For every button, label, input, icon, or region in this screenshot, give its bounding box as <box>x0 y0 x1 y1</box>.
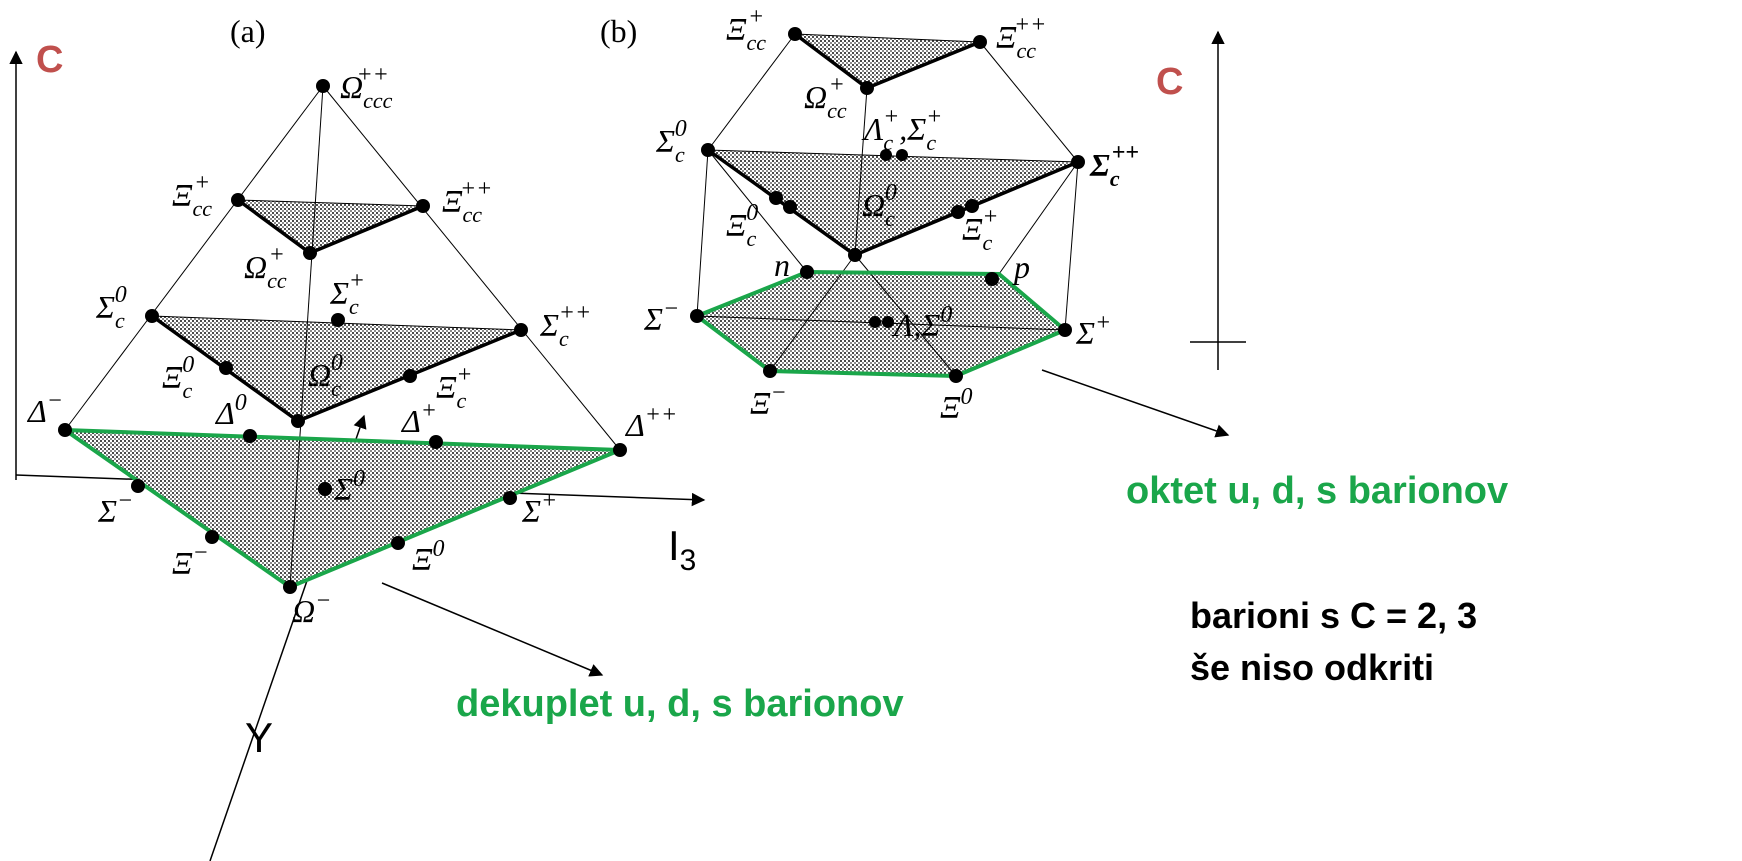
sigma-c-pp-point <box>514 323 528 337</box>
sigma-0-label: Σ0 <box>333 466 365 507</box>
note-line-2: še niso odkriti <box>1190 647 1434 688</box>
omega-cc-label: Ωcc+ <box>244 242 287 293</box>
xi-c-plus-point <box>403 369 417 383</box>
b-p-label: p <box>1012 249 1030 285</box>
b-xi-cc-pp-label: Ξcc++ <box>996 12 1046 63</box>
sigma-c0-label: Σc0 <box>95 282 127 333</box>
b-xi-minus-label: Ξ− <box>750 380 787 421</box>
b-lambda-sigma-c-label: Λc+,Σc+ <box>861 104 942 155</box>
c-axis-b-label: C <box>1156 61 1183 103</box>
c2-plane <box>238 200 423 253</box>
xi-c-plus-label: Ξc+ <box>436 362 472 413</box>
b-omega-cc-label: Ωcc+ <box>804 72 847 123</box>
delta-pp-label: Δ++ <box>624 402 677 443</box>
delta-plus-label: Δ+ <box>400 398 437 439</box>
panel-b-label: (b) <box>600 13 637 49</box>
delta-minus-label: Δ− <box>26 388 63 429</box>
xi-minus-point <box>205 530 219 544</box>
delta-minus-point <box>58 423 72 437</box>
discovery-note: barioni s C = 2, 3 še niso odkriti <box>1190 595 1477 688</box>
panel-b-labels: Ξcc+ Ξcc++ Ωcc+ Λc+,Σc+ Σc0 Σc++ Ξc0 Ωc0… <box>643 4 1139 425</box>
xi-cc-pp-label: Ξcc++ <box>442 176 492 227</box>
c1-plane <box>152 316 521 421</box>
xi-0-label: Ξ0 <box>412 536 444 577</box>
xi-c0-label: Ξc0 <box>162 352 194 403</box>
delta-0-label: Δ0 <box>214 390 247 431</box>
panel-a-label: (a) <box>230 13 266 49</box>
omega-ccc-label: Ωccc++ <box>340 62 393 113</box>
b-sigma-plus-label: Σ+ <box>1075 310 1111 351</box>
xi-cc-pp-point <box>416 199 430 213</box>
octet-pointer-arrow <box>1041 369 1230 438</box>
b-n-label: n <box>774 247 790 283</box>
octet-plane <box>697 272 1065 376</box>
sigma-c0-point <box>145 309 159 323</box>
note-line-1: barioni s C = 2, 3 <box>1190 595 1477 636</box>
omega-c0-label: Ωc0 <box>308 350 343 401</box>
b-omega-c0-label: Ωc0 <box>862 180 897 231</box>
b-xi-c-plus-label: Ξc+ <box>962 204 998 255</box>
delta-pp-point <box>613 443 627 457</box>
xi-0-point <box>391 536 405 550</box>
b-sigma-minus-label: Σ− <box>643 296 679 337</box>
sigma-plus-point <box>503 491 517 505</box>
xi-cc-plus-point <box>231 193 245 207</box>
b-lambda-sigma0-label: Λ,Σ0 <box>891 302 952 343</box>
octet-caption: oktet u, d, s barionov <box>1126 470 1508 512</box>
b-xi-0-label: Ξ0 <box>940 384 972 425</box>
omega-c0-point <box>291 414 305 428</box>
b-c1-plane <box>708 150 1078 255</box>
i3-axis-label: I3 <box>668 522 696 577</box>
sigma-c-plus-point <box>331 313 345 327</box>
panel-a-points <box>58 79 627 594</box>
y-axis-label: Y <box>245 714 273 761</box>
omega-ccc-point <box>316 79 330 93</box>
sigma-0-point <box>318 482 332 496</box>
panel-b: (b) C <box>600 4 1508 512</box>
xi-c0-point <box>219 361 233 375</box>
sigma-minus-point <box>131 479 145 493</box>
sigma-minus-label: Σ− <box>97 488 133 529</box>
panel-a: (a) C I3 Y <box>9 13 904 861</box>
delta-0-point <box>243 429 257 443</box>
sigma-c-plus-label: Σc+ <box>329 268 365 319</box>
b-xi-cc-plus-label: Ξcc+ <box>726 4 766 55</box>
omega-minus-point <box>283 580 297 594</box>
sigma-plus-label: Σ+ <box>521 488 557 529</box>
b-xi-c0-label: Ξc0 <box>726 200 758 251</box>
decuplet-caption: dekuplet u, d, s barionov <box>456 683 904 725</box>
decuplet-plane <box>65 430 620 587</box>
b-c2-plane <box>795 34 980 88</box>
decuplet-outline <box>58 427 621 590</box>
b-sigma-c-pp-label: Σc++ <box>1089 140 1139 191</box>
omega-minus-label: Ω− <box>292 588 331 629</box>
decuplet-pointer-arrow <box>381 582 604 677</box>
c-axis-label: C <box>36 39 63 81</box>
b-sigma-c0-label: Σc0 <box>655 116 687 167</box>
omega-cc-point <box>303 246 317 260</box>
panel-b-points <box>690 27 1085 383</box>
xi-cc-plus-label: Ξcc+ <box>172 170 212 221</box>
sigma-c-pp-label: Σc++ <box>539 300 591 351</box>
delta-plus-point <box>429 435 443 449</box>
panel-a-labels: Ωccc++ Ξcc+ Ξcc++ Ωcc+ Σc0 Σc+ Σc++ Ξc0 … <box>26 62 677 629</box>
xi-minus-label: Ξ− <box>172 540 209 581</box>
